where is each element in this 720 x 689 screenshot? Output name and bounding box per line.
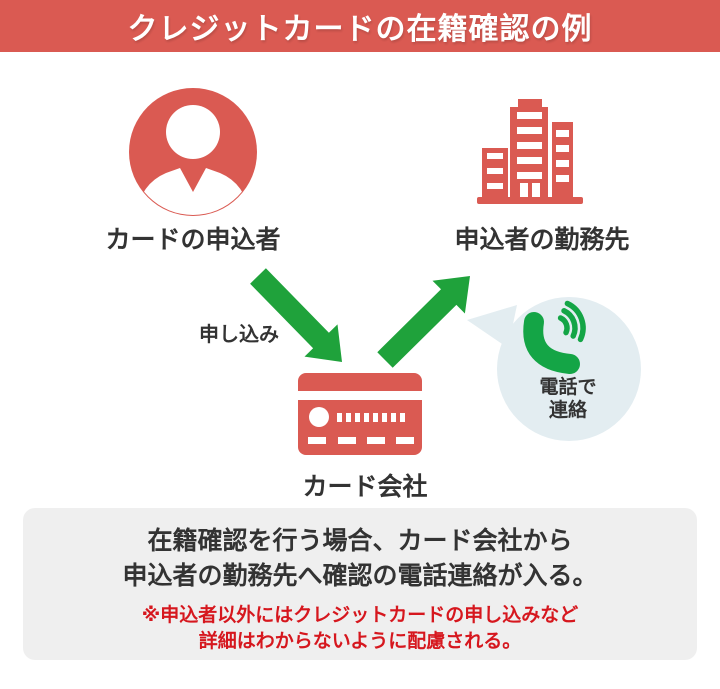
summary-note: ※申込者以外にはクレジットカードの申し込みなど 詳細はわからないように配慮される… bbox=[23, 602, 697, 654]
phone-bubble bbox=[467, 297, 641, 441]
card-company-label: カード会社 bbox=[302, 472, 428, 501]
person-icon bbox=[129, 88, 257, 216]
summary-line1: 在籍確認を行う場合、カード会社から bbox=[147, 526, 573, 555]
phone-bubble-label-line2: 連絡 bbox=[548, 399, 588, 421]
office-building-icon bbox=[477, 99, 583, 204]
applicant-label: カードの申込者 bbox=[105, 225, 281, 254]
summary-note-line2: 詳細はわからないように配慮される。 bbox=[198, 630, 522, 652]
verification-call-arrow bbox=[377, 276, 470, 368]
phone-bubble-label-line1: 電話で bbox=[539, 376, 597, 398]
summary-line2: 申込者の勤務先へ確認の電話連絡が入る。 bbox=[122, 561, 598, 590]
application-arrow-label: 申し込み bbox=[199, 322, 279, 346]
phone-bubble-label: 電話で 連絡 bbox=[539, 376, 596, 422]
summary-box: 在籍確認を行う場合、カード会社から 申込者の勤務先へ確認の電話連絡が入る。 ※申… bbox=[23, 508, 697, 660]
summary-note-line1: ※申込者以外にはクレジットカードの申し込みなど bbox=[141, 604, 579, 626]
phone-call-icon bbox=[523, 300, 586, 374]
application-arrow bbox=[250, 268, 342, 362]
credit-card-icon bbox=[298, 373, 422, 455]
title-bar: クレジットカードの在籍確認の例 bbox=[0, 0, 720, 52]
summary-text: 在籍確認を行う場合、カード会社から 申込者の勤務先へ確認の電話連絡が入る。 bbox=[23, 523, 697, 593]
workplace-label: 申込者の勤務先 bbox=[454, 225, 630, 254]
page-title: クレジットカードの在籍確認の例 bbox=[127, 12, 593, 47]
